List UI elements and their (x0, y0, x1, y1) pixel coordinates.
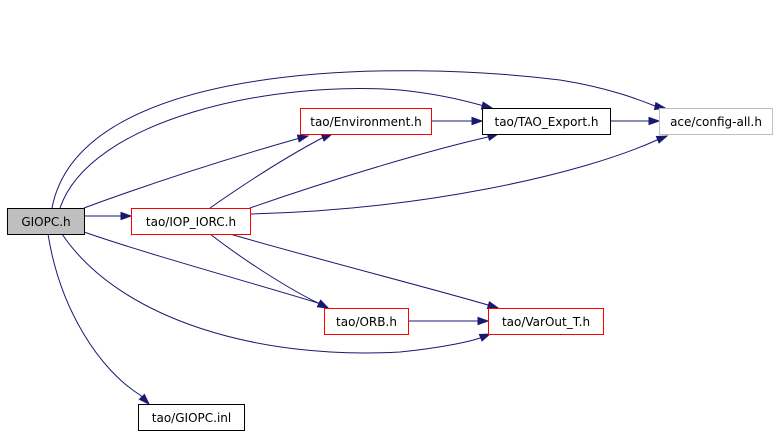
arrowhead-icon (478, 333, 492, 342)
edge-line (249, 133, 499, 209)
node-box (482, 108, 611, 135)
node-box (138, 404, 245, 431)
edge-line (51, 70, 666, 209)
edge-iop_iorc_h-to-tao_export_h (249, 132, 500, 209)
edge-line (83, 135, 309, 209)
edge-giopc_h-to-tao_export_h (59, 88, 494, 209)
edge-orb_h-to-varout_t_h (408, 316, 490, 326)
edge-iop_iorc_h-to-orb_h (209, 233, 330, 309)
edge-line (61, 233, 491, 354)
edge-line (47, 233, 150, 405)
arrowhead-icon (320, 133, 334, 142)
node-label: tao/ORB.h (336, 315, 397, 329)
node-box (131, 208, 251, 235)
edge-line (59, 88, 493, 209)
edge-environment_h-to-tao_export_h (431, 116, 484, 126)
node-label: ace/config-all.h (670, 115, 762, 129)
edge-giopc_h-to-varout_t_h (61, 233, 492, 354)
node-box (659, 108, 773, 135)
arrowhead-icon (486, 300, 500, 310)
node-label: GIOPC.h (21, 215, 70, 229)
node-config-all-h[interactable]: ace/config-all.h (659, 108, 773, 135)
edge-tao_export_h-to-config_all_h (610, 116, 661, 126)
edge-giopc_h-to-environment_h (83, 134, 310, 209)
node-iop-iorc-h[interactable]: tao/IOP_IORC.h (131, 208, 251, 235)
node-varout-t-h[interactable]: tao/VarOut_T.h (488, 308, 604, 335)
edge-line (83, 231, 329, 309)
arrowhead-icon (648, 116, 661, 126)
arrowhead-icon (316, 299, 330, 309)
node-label: tao/TAO_Export.h (495, 115, 599, 129)
node-giopc-inl[interactable]: tao/GIOPC.inl (138, 404, 245, 431)
edge-giopc_h-to-giopc_inl (47, 233, 151, 406)
edge-iop_iorc_h-to-environment_h (209, 133, 334, 209)
edge-iop_iorc_h-to-varout_t_h (229, 233, 500, 310)
nodes-layer: GIOPC.h tao/IOP_IORC.h tao/Environment.h ta… (7, 108, 773, 431)
edge-line (209, 133, 333, 209)
edges-layer (47, 70, 669, 406)
edge-giopc_h-to-iop_iorc_h (84, 211, 133, 221)
arrowhead-icon (120, 211, 133, 221)
arrowhead-icon (477, 316, 490, 326)
node-box (324, 308, 409, 335)
arrowhead-icon (471, 116, 484, 126)
node-environment-h[interactable]: tao/Environment.h (300, 108, 432, 135)
node-label: tao/GIOPC.inl (152, 411, 231, 425)
node-label: tao/VarOut_T.h (502, 315, 590, 329)
node-giopc-h[interactable]: GIOPC.h (7, 208, 85, 235)
arrowhead-icon (296, 134, 310, 143)
edge-giopc_h-to-config_all_h (51, 70, 667, 209)
node-orb-h[interactable]: tao/ORB.h (324, 308, 409, 335)
arrowhead-icon (138, 393, 151, 406)
edge-line (229, 233, 499, 309)
node-tao-export-h[interactable]: tao/TAO_Export.h (482, 108, 611, 135)
edge-line (249, 135, 668, 215)
node-box (7, 208, 85, 235)
edge-giopc_h-to-orb_h (83, 231, 330, 309)
node-box (300, 108, 432, 135)
arrowhead-icon (655, 135, 669, 144)
node-label: tao/Environment.h (310, 115, 422, 129)
arrowhead-icon (480, 101, 494, 110)
node-box (488, 308, 604, 335)
edge-line (209, 233, 329, 309)
edge-iop_iorc_h-to-config_all_h (249, 135, 669, 215)
node-label: tao/IOP_IORC.h (146, 215, 236, 229)
